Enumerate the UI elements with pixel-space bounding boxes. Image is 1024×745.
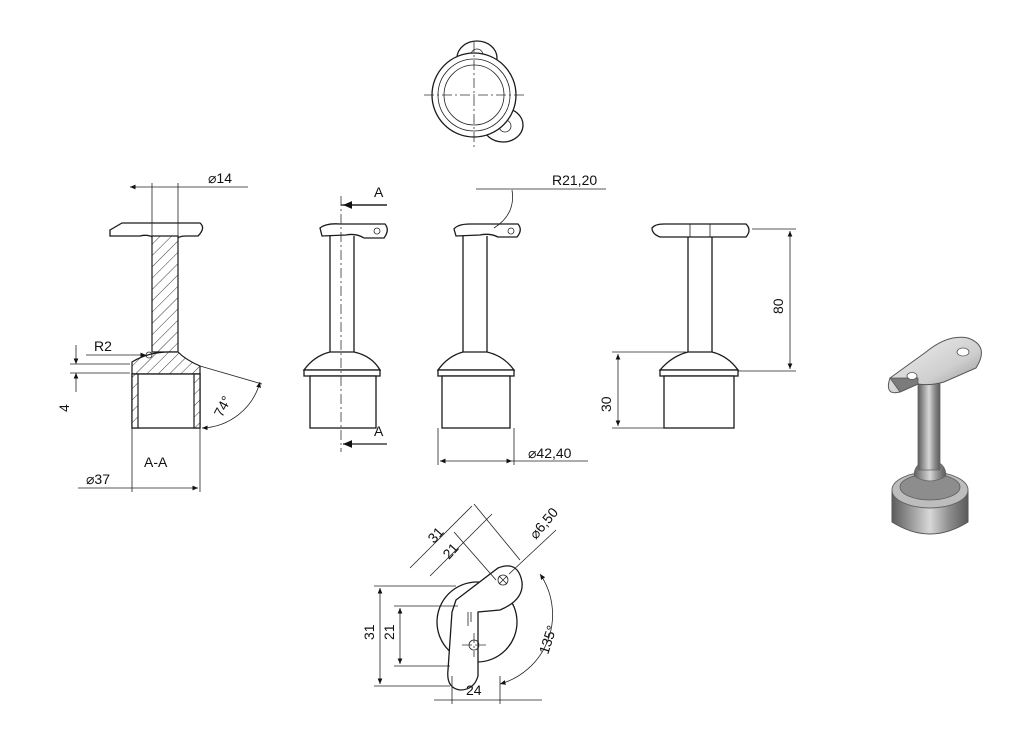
top-view [424, 40, 526, 148]
dim-diameter-37: ⌀37 [86, 471, 110, 487]
dim-height-30: 30 [598, 396, 614, 412]
dim-angle-74: 74° [211, 393, 235, 419]
dim-angle-135: 135° [536, 623, 560, 655]
dim-length-21-top: 21 [439, 540, 461, 562]
side-view: R21,20 ⌀42,40 [436, 172, 606, 465]
front-view: A A [302, 184, 388, 452]
dim-radius-2: R2 [94, 338, 112, 354]
dim-length-24: 24 [466, 682, 482, 698]
section-mark-top: A [374, 184, 384, 200]
right-view: 80 30 [598, 223, 796, 429]
dim-height-80: 80 [770, 298, 786, 314]
section-label-a-a: A-A [144, 454, 168, 470]
dim-diameter-42-40: ⌀42,40 [528, 445, 572, 461]
section-mark-bottom: A [374, 423, 384, 439]
dim-length-31-left: 31 [361, 624, 377, 640]
dim-length-21-left: 21 [381, 624, 397, 640]
isometric-render [887, 336, 982, 535]
section-view-a-a: ⌀14 R2 4 74° A-A ⌀37 [56, 170, 263, 492]
bottom-view: 31 21 ⌀6,50 31 21 135° 24 [361, 503, 561, 704]
dim-height-4: 4 [56, 404, 72, 412]
dim-length-31-top: 31 [424, 524, 446, 546]
dim-radius-21-20: R21,20 [552, 172, 597, 188]
dim-diameter-6-50: ⌀6,50 [526, 504, 561, 542]
dim-diameter-14: ⌀14 [208, 170, 232, 186]
